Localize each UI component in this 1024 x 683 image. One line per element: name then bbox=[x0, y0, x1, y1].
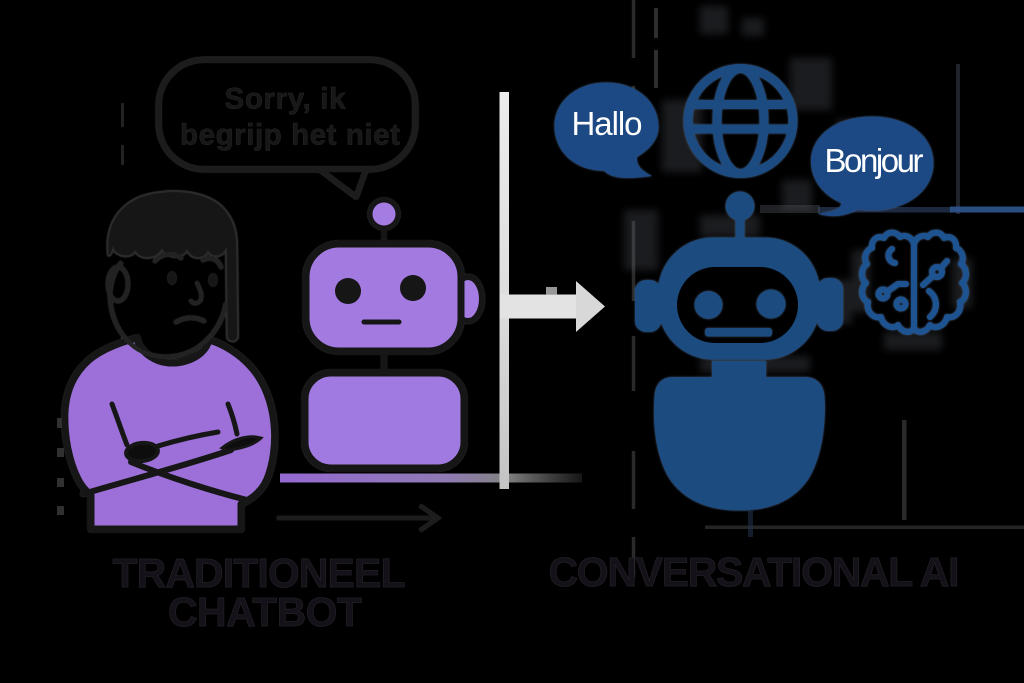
svg-text:CHATBOT: CHATBOT bbox=[168, 589, 362, 635]
svg-text:Bonjour: Bonjour bbox=[825, 142, 924, 179]
svg-text:Sorry, ik: Sorry, ik bbox=[225, 83, 347, 116]
svg-text:begrijp het niet: begrijp het niet bbox=[180, 119, 400, 152]
svg-text:Hallo: Hallo bbox=[572, 105, 643, 142]
svg-text:TRADITIONEEL: TRADITIONEEL bbox=[113, 550, 406, 596]
svg-text:CONVERSATIONAL AI: CONVERSATIONAL AI bbox=[549, 549, 960, 595]
